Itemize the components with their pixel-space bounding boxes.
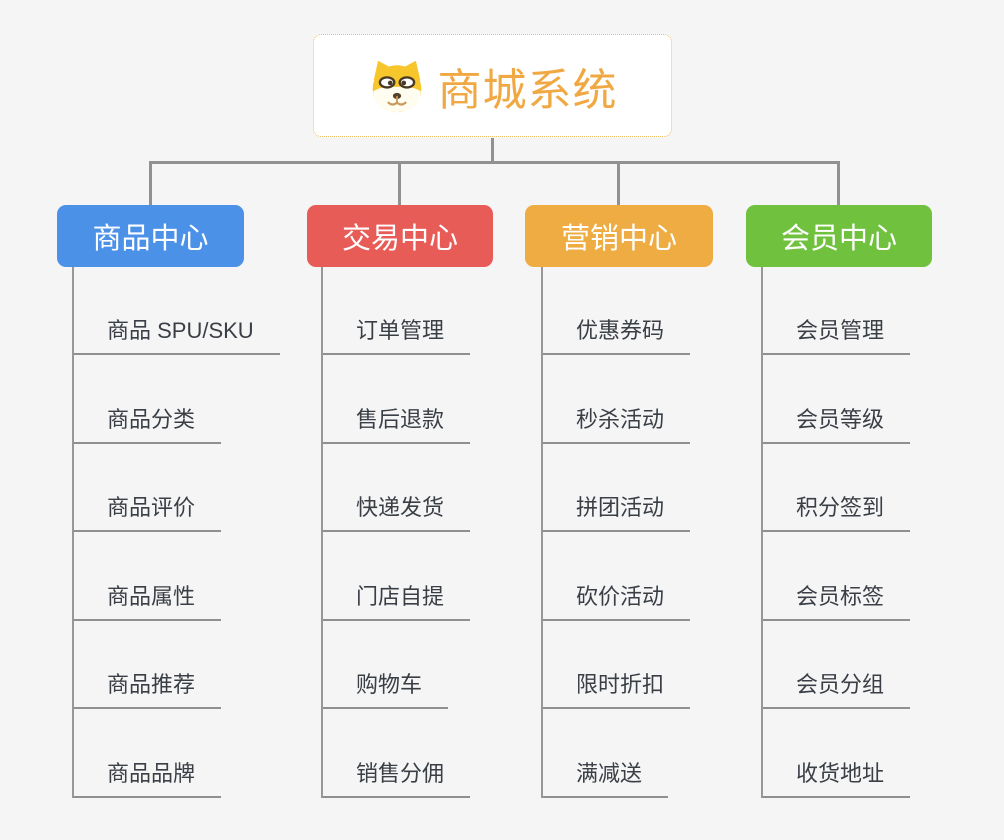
leaf-row: 商品品牌	[74, 709, 280, 798]
leaf-row: 砍价活动	[543, 532, 691, 621]
branch-label: 营销中心	[560, 223, 677, 255]
leaf-node[interactable]: 会员标签	[763, 579, 911, 621]
leaf-row: 商品评价	[74, 444, 280, 532]
root-node[interactable]: 商城系统	[313, 34, 672, 137]
leaf-node[interactable]: 秒杀活动	[543, 402, 691, 444]
dog-logo-icon	[368, 59, 426, 113]
branch-label: 交易中心	[341, 223, 458, 255]
leaf-node[interactable]: 积分签到	[763, 490, 911, 532]
leaf-row: 售后退款	[323, 355, 471, 444]
connector-branch-stub-marketing	[617, 163, 620, 205]
leaf-node[interactable]: 会员等级	[763, 402, 911, 444]
leaf-row: 商品属性	[74, 532, 280, 621]
leaf-node[interactable]: 拼团活动	[543, 490, 691, 532]
leaf-node[interactable]: 商品属性	[74, 579, 222, 621]
leaf-row: 商品 SPU/SKU	[74, 267, 280, 355]
branch-children-product: 商品 SPU/SKU 商品分类 商品评价 商品属性 商品推荐 商品品牌	[72, 267, 280, 798]
branch-label: 商品中心	[92, 223, 209, 255]
leaf-node[interactable]: 快递发货	[323, 490, 471, 532]
leaf-row: 秒杀活动	[543, 355, 691, 444]
leaf-node[interactable]: 限时折扣	[543, 667, 691, 709]
branch-node-marketing[interactable]: 营销中心	[525, 205, 713, 267]
leaf-node[interactable]: 会员管理	[763, 313, 911, 355]
connector-branch-stub-member	[837, 163, 840, 205]
leaf-row: 会员等级	[763, 355, 911, 444]
branch-node-trade[interactable]: 交易中心	[307, 205, 493, 267]
leaf-row: 收货地址	[763, 709, 911, 798]
leaf-node[interactable]: 订单管理	[323, 313, 471, 355]
connector-root-stub	[491, 138, 494, 162]
leaf-node[interactable]: 购物车	[323, 667, 449, 709]
branch-node-member[interactable]: 会员中心	[746, 205, 932, 267]
branch-children-trade: 订单管理 售后退款 快递发货 门店自提 购物车 销售分佣	[321, 267, 471, 798]
connector-horizontal-rail	[149, 161, 840, 164]
branch-children-marketing: 优惠券码 秒杀活动 拼团活动 砍价活动 限时折扣 满减送	[541, 267, 691, 798]
leaf-row: 快递发货	[323, 444, 471, 532]
leaf-node[interactable]: 售后退款	[323, 402, 471, 444]
leaf-node[interactable]: 会员分组	[763, 667, 911, 709]
leaf-node[interactable]: 商品品牌	[74, 756, 222, 798]
leaf-row: 门店自提	[323, 532, 471, 621]
leaf-row: 商品推荐	[74, 621, 280, 709]
branch-label: 会员中心	[780, 223, 897, 255]
leaf-row: 销售分佣	[323, 709, 471, 798]
leaf-node[interactable]: 门店自提	[323, 579, 471, 621]
branch-node-product[interactable]: 商品中心	[57, 205, 244, 267]
leaf-row: 限时折扣	[543, 621, 691, 709]
leaf-row: 购物车	[323, 621, 470, 709]
leaf-node[interactable]: 优惠券码	[543, 313, 691, 355]
branch-children-member: 会员管理 会员等级 积分签到 会员标签 会员分组 收货地址	[761, 267, 911, 798]
leaf-node[interactable]: 收货地址	[763, 756, 911, 798]
leaf-node[interactable]: 商品推荐	[74, 667, 222, 709]
leaf-row: 商品分类	[74, 355, 280, 444]
leaf-row: 会员分组	[763, 621, 911, 709]
leaf-node[interactable]: 商品评价	[74, 490, 222, 532]
leaf-node[interactable]: 满减送	[543, 756, 669, 798]
connector-branch-stub-trade	[398, 163, 401, 205]
leaf-row: 会员标签	[763, 532, 911, 621]
leaf-row: 订单管理	[323, 267, 471, 355]
leaf-node[interactable]: 商品 SPU/SKU	[74, 313, 280, 355]
connector-branch-stub-product	[149, 163, 152, 205]
leaf-row: 会员管理	[763, 267, 911, 355]
root-title: 商城系统	[437, 65, 618, 115]
leaf-node[interactable]: 销售分佣	[323, 756, 471, 798]
leaf-row: 满减送	[543, 709, 690, 798]
leaf-row: 优惠券码	[543, 267, 691, 355]
leaf-row: 积分签到	[763, 444, 911, 532]
leaf-node[interactable]: 商品分类	[74, 402, 222, 444]
leaf-row: 拼团活动	[543, 444, 691, 532]
leaf-node[interactable]: 砍价活动	[543, 579, 691, 621]
